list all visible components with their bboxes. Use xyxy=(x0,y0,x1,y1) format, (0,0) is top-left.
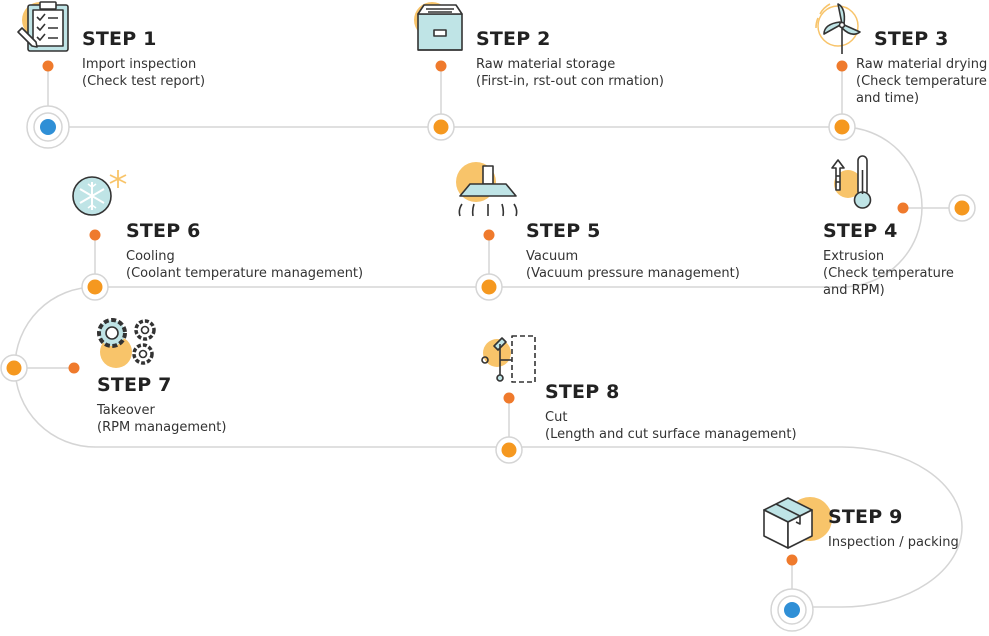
step-description-line: (Check test report) xyxy=(82,73,206,89)
dot-step4 xyxy=(897,202,909,214)
step-description-line: Cooling xyxy=(126,248,175,264)
connector-dots xyxy=(42,60,909,566)
step-title: STEP 9 xyxy=(828,506,903,528)
dot-step7 xyxy=(68,362,80,374)
step-description-line: and time) xyxy=(856,90,920,106)
step-title: STEP 4 xyxy=(823,220,898,242)
end-node xyxy=(770,588,814,632)
step-description-line: Vacuum xyxy=(526,248,579,264)
node-step2 xyxy=(427,113,455,141)
dot-step5 xyxy=(483,229,495,241)
drying-fan-icon xyxy=(815,3,861,54)
vacuum-hood-icon xyxy=(456,162,518,217)
step-description-line: (Check temperature xyxy=(823,265,954,281)
step-9: STEP 9 Inspection / packing xyxy=(828,507,959,551)
step-description-line: Takeover xyxy=(97,402,155,418)
step-description-line: and RPM) xyxy=(823,282,885,298)
node-step7 xyxy=(0,354,28,382)
step-3: STEP 3 Raw material drying (Check temper… xyxy=(856,29,988,107)
step-title: STEP 6 xyxy=(126,220,201,242)
step-description-line: (Check temperature xyxy=(856,73,987,89)
step-description-line: (Length and cut surface management) xyxy=(545,426,797,442)
step-title: STEP 8 xyxy=(545,381,620,403)
step-2: STEP 2 Raw material storage (First-in, r… xyxy=(476,29,664,90)
step-description-line: Raw material storage xyxy=(476,56,616,72)
step-5: STEP 5 Vacuum (Vacuum pressure managemen… xyxy=(526,221,740,282)
step-description-line: (First-in, rst-out con rmation) xyxy=(476,73,664,89)
step-title: STEP 2 xyxy=(476,28,551,50)
cutter-icon xyxy=(481,335,536,383)
clipboard-checklist-icon xyxy=(17,1,69,52)
step-4: STEP 4 Extrusion (Check temperature and … xyxy=(823,221,973,299)
node-step8 xyxy=(495,436,523,464)
step-description-line: (Vacuum pressure management) xyxy=(526,265,740,281)
step-8: STEP 8 Cut (Length and cut surface manag… xyxy=(545,382,797,443)
step-1: STEP 1 Import inspection (Check test rep… xyxy=(82,29,205,90)
step-description-line: Raw material drying xyxy=(856,56,988,72)
step-description-line: Cut xyxy=(545,409,568,425)
dot-step6 xyxy=(89,229,101,241)
step-title: STEP 3 xyxy=(874,28,949,50)
node-step3 xyxy=(828,113,856,141)
flow-path-row1 xyxy=(14,126,963,608)
node-step6 xyxy=(81,273,109,301)
step-7: STEP 7 Takeover (RPM management) xyxy=(97,375,226,436)
thermometer-icon xyxy=(831,155,872,209)
dot-step2 xyxy=(435,60,447,72)
path-nodes xyxy=(0,113,976,464)
step-description-line: (Coolant temperature management) xyxy=(126,265,364,281)
step-description-line: (RPM management) xyxy=(97,419,227,435)
package-box-icon xyxy=(763,497,832,549)
dot-step1 xyxy=(42,60,54,72)
gears-icon xyxy=(97,318,156,368)
dot-step8 xyxy=(503,392,515,404)
start-node xyxy=(26,105,70,149)
step-title: STEP 1 xyxy=(82,28,157,50)
step-title: STEP 7 xyxy=(97,374,172,396)
step-description-line: Inspection / packing xyxy=(828,534,959,550)
dot-step3 xyxy=(836,60,848,72)
node-step4 xyxy=(948,194,976,222)
step-description-line: Extrusion xyxy=(823,248,885,264)
step-title: STEP 5 xyxy=(526,220,601,242)
storage-drawer-icon xyxy=(414,2,463,51)
node-step5 xyxy=(475,273,503,301)
step-6: STEP 6 Cooling (Coolant temperature mana… xyxy=(126,221,363,282)
dot-step9 xyxy=(786,554,798,566)
step-description-line: Import inspection xyxy=(82,56,197,72)
snowflake-icon xyxy=(72,170,127,216)
